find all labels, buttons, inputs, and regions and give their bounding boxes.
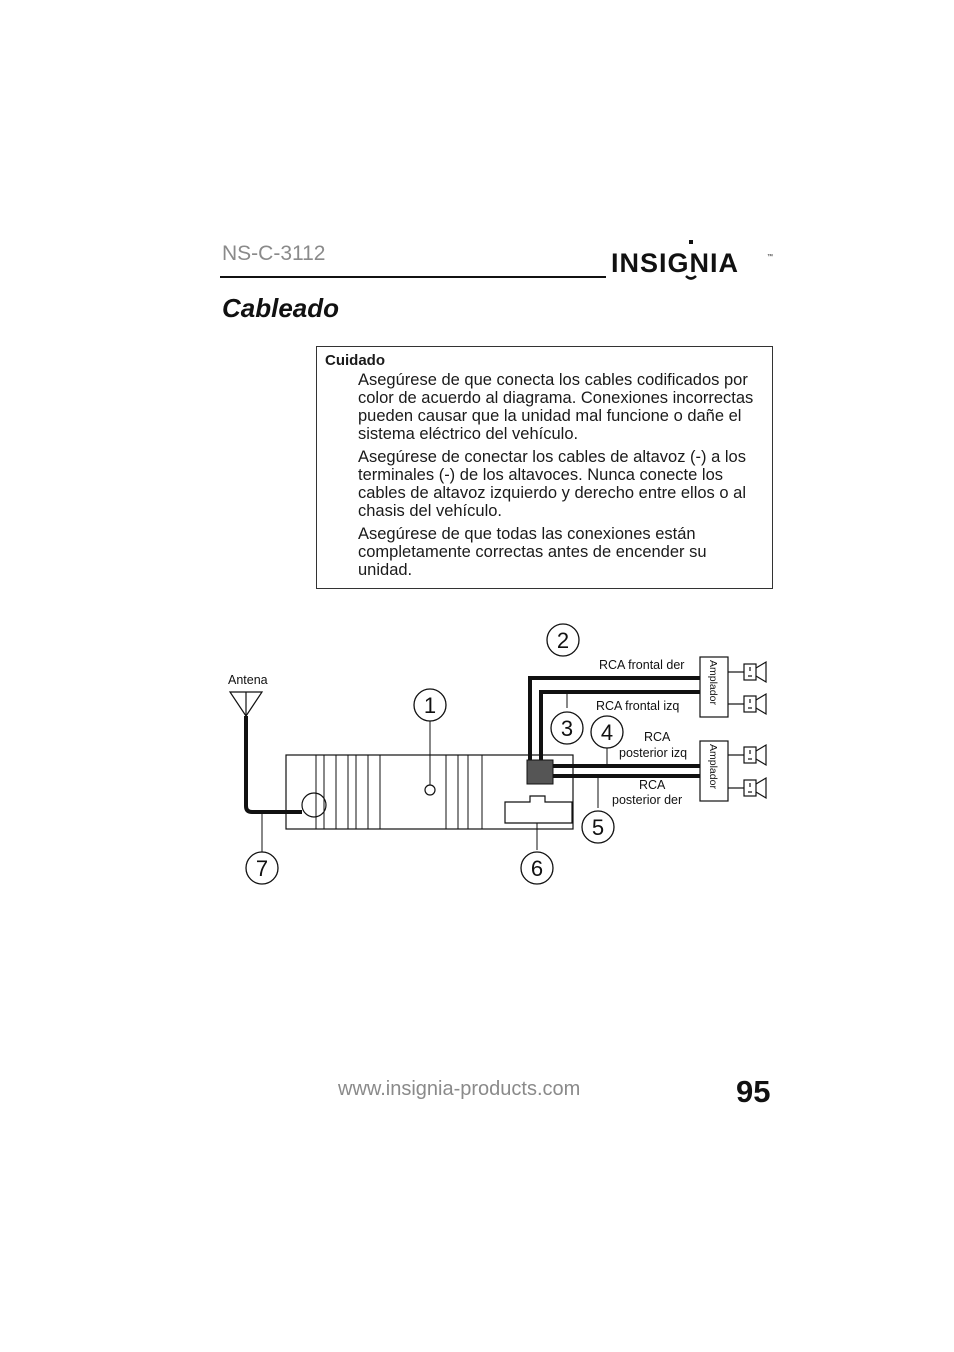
- amplifier-label: Amplador: [707, 744, 719, 789]
- caution-paragraph: Asegúrese de conectar los cables de alta…: [358, 448, 746, 520]
- speaker-icon: [728, 692, 767, 716]
- page-number: 95: [736, 1074, 771, 1109]
- speaker-icon: [728, 743, 767, 767]
- rca-rear-left-label: posterior izq: [619, 746, 687, 760]
- callout-1: [413, 688, 447, 722]
- svg-text:™: ™: [767, 253, 773, 260]
- callout-number: 7: [256, 856, 268, 881]
- speaker-icon: [728, 776, 767, 800]
- callout-number: 6: [531, 856, 543, 881]
- rca-rear-left-label: RCA: [644, 730, 671, 744]
- rca-front-left-label: RCA frontal izq: [596, 699, 679, 713]
- amplifier-top: [699, 656, 729, 718]
- callout-6: [520, 851, 554, 885]
- amplifier-bottom: [699, 740, 729, 802]
- callout-number: 3: [561, 716, 573, 741]
- callout-3: [550, 711, 584, 745]
- amplifier-label: Amplador: [707, 660, 719, 705]
- callout-5: [581, 810, 615, 844]
- harness-connector: [504, 795, 573, 824]
- callout-number: 1: [424, 693, 436, 718]
- callout-number: 4: [601, 720, 613, 745]
- callout-number: 2: [557, 628, 569, 653]
- section-title: Cableado: [222, 293, 340, 323]
- svg-text:INSIGNIA: INSIGNIA: [611, 248, 739, 278]
- antenna-icon: [228, 691, 264, 718]
- speaker-icon: [728, 660, 767, 684]
- model-number: NS-C-3112: [222, 242, 326, 265]
- rca-front-right-label: RCA frontal der: [599, 658, 684, 672]
- rca-rear-right-label: posterior der: [612, 793, 682, 807]
- head-unit-ribs: [315, 755, 483, 829]
- rca-cables: [528, 676, 708, 778]
- header-rule: [220, 276, 606, 278]
- insignia-logo: INSIGNIA ™: [611, 240, 773, 280]
- antenna-cable: [244, 716, 302, 814]
- antenna-jack: [301, 792, 327, 818]
- caution-paragraph: Asegúrese de que todas las conexiones es…: [358, 525, 707, 579]
- callout-2: [546, 623, 580, 657]
- fuse-point: [424, 784, 436, 796]
- antenna-label: Antena: [228, 673, 268, 687]
- caution-body: Asegúrese de que conecta los cables codi…: [358, 371, 763, 584]
- caution-paragraph: Asegúrese de que conecta los cables codi…: [358, 371, 754, 443]
- caution-box: Cuidado Asegúrese de que conecta los cab…: [316, 346, 773, 589]
- caution-label: Cuidado: [325, 352, 385, 369]
- rca-rear-right-label: RCA: [639, 778, 666, 792]
- footer-url[interactable]: www.insignia-products.com: [338, 1078, 581, 1100]
- callout-4: [590, 715, 624, 749]
- wiring-diagram: Amplador Amplador Antena RCA frontal der…: [228, 623, 767, 885]
- callout-number: 5: [592, 815, 604, 840]
- rca-connector-block: [526, 759, 554, 785]
